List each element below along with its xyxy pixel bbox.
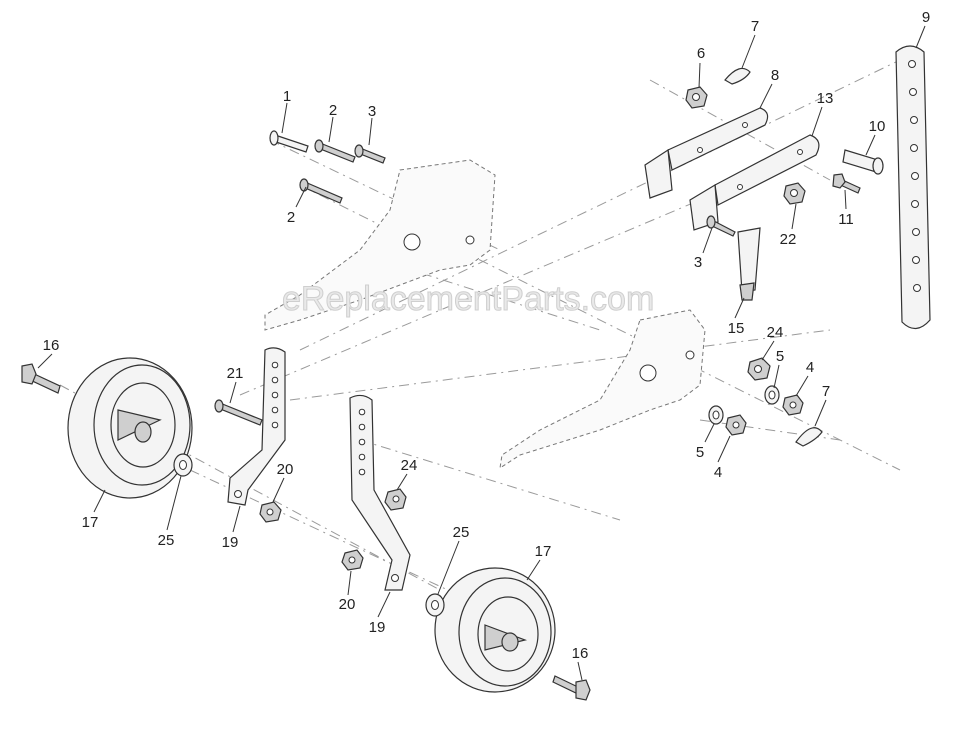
callout-7: 7: [751, 18, 759, 35]
callout-5: 5: [696, 444, 704, 461]
callout-19: 19: [369, 619, 386, 636]
callout-labels: 1 2 3 2 6 7 8 9 13 10 11 22 3 15 24 5 4 …: [43, 9, 931, 662]
callout-8: 8: [771, 67, 779, 84]
callout-22: 22: [780, 231, 797, 248]
wheel-left-part-17: [67, 357, 193, 499]
callout-5: 5: [776, 348, 784, 365]
callout-17: 17: [82, 514, 99, 531]
callout-11: 11: [838, 211, 854, 228]
axle-bolt-left-part-16: [21, 363, 61, 394]
adjustment-bar-part-9: [895, 45, 931, 330]
hardware-right: [708, 357, 823, 447]
hardware-top: [269, 67, 884, 237]
washer-left-part-25: [173, 453, 193, 477]
callout-21: 21: [227, 365, 244, 382]
callout-7: 7: [822, 383, 830, 400]
callout-19: 19: [222, 534, 239, 551]
tiller-frame-right: [499, 309, 706, 470]
callout-20: 20: [339, 596, 356, 613]
bracket-part-8: [644, 107, 769, 199]
callout-6: 6: [697, 45, 705, 62]
callout-16: 16: [572, 645, 589, 662]
callout-25: 25: [453, 524, 470, 541]
callout-9: 9: [922, 9, 930, 26]
wheel-right-part-17: [434, 567, 556, 693]
callout-24: 24: [401, 457, 418, 474]
callout-4: 4: [714, 464, 722, 481]
callout-24: 24: [767, 324, 784, 341]
wheel-bracket-right-part-19: [341, 394, 411, 591]
callout-3: 3: [694, 254, 702, 271]
watermark-text: eReplacementParts.com: [282, 280, 654, 318]
callout-20: 20: [277, 461, 294, 478]
callout-17: 17: [535, 543, 552, 560]
wheel-bracket-left-part-19: [214, 347, 286, 523]
callout-13: 13: [817, 90, 834, 107]
washer-right-part-25: [425, 593, 445, 617]
axle-bolt-right-part-16: [552, 675, 591, 701]
callout-25: 25: [158, 532, 175, 549]
tiller-frame-left: [264, 159, 496, 331]
callout-2: 2: [287, 209, 295, 226]
callout-3: 3: [368, 103, 376, 120]
plate-part-15: [737, 227, 761, 301]
callout-leaders: [37, 25, 926, 681]
callout-4: 4: [806, 359, 814, 376]
callout-1: 1: [283, 88, 291, 105]
callout-15: 15: [728, 320, 745, 337]
callout-2: 2: [329, 102, 337, 119]
callout-16: 16: [43, 337, 60, 354]
callout-10: 10: [869, 118, 886, 135]
